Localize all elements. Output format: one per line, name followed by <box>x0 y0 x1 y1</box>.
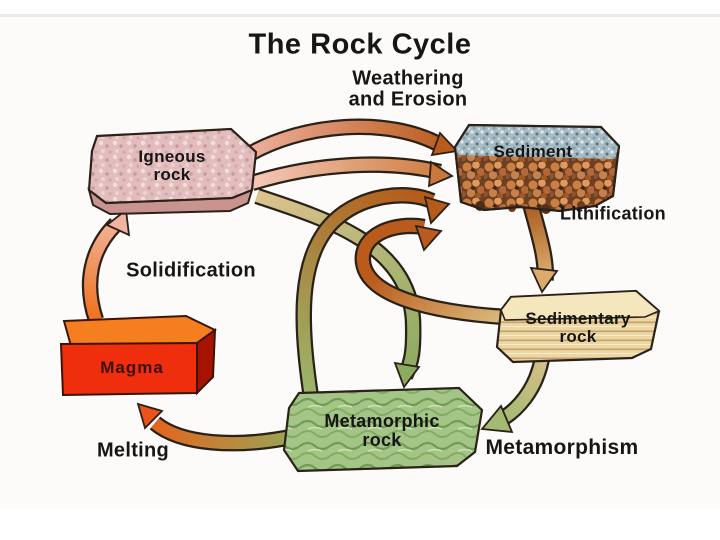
sediment-box <box>453 123 621 214</box>
magma-label: Magma <box>100 357 164 377</box>
arrow-weathering-upper <box>238 118 459 166</box>
label-lithification: Lithification <box>560 203 666 224</box>
metamorphic-rock-box <box>282 386 484 473</box>
arrow-solidification <box>81 208 131 323</box>
label-solidification: Solidification <box>126 259 256 282</box>
arrow-metamorphic-to-sediment <box>295 187 451 399</box>
diagram-title: The Rock Cycle <box>248 28 472 61</box>
igneous-rock-label: Igneous rock <box>138 146 206 184</box>
sedimentary-rock-box <box>495 289 661 364</box>
magma-top-face <box>62 314 217 348</box>
sedimentary-top-face <box>500 290 661 321</box>
arrow-igneous-to-metamorphic <box>254 188 422 389</box>
sediment-label: Sediment <box>493 141 573 161</box>
arrow-metamorphism <box>480 350 552 434</box>
arrow-sedimentary-to-sediment <box>354 217 506 326</box>
metamorphic-rock-label: Metamorphic rock <box>324 410 440 450</box>
sediment-top-layer <box>455 125 619 159</box>
label-weathering: Weathering and Erosion <box>348 67 468 111</box>
magma-front-face <box>59 341 198 397</box>
arrow-weathering-lower <box>249 156 454 191</box>
label-melting: Melting <box>96 439 170 462</box>
magma-box <box>59 314 217 397</box>
metamorphic-face <box>282 386 484 473</box>
sedimentary-rock-label: Sedimentary rock <box>525 308 631 346</box>
igneous-rock-box <box>87 127 258 216</box>
igneous-front-face <box>87 127 258 205</box>
arrow-melting <box>136 402 298 452</box>
label-metamorphism: Metamorphism <box>485 435 639 459</box>
